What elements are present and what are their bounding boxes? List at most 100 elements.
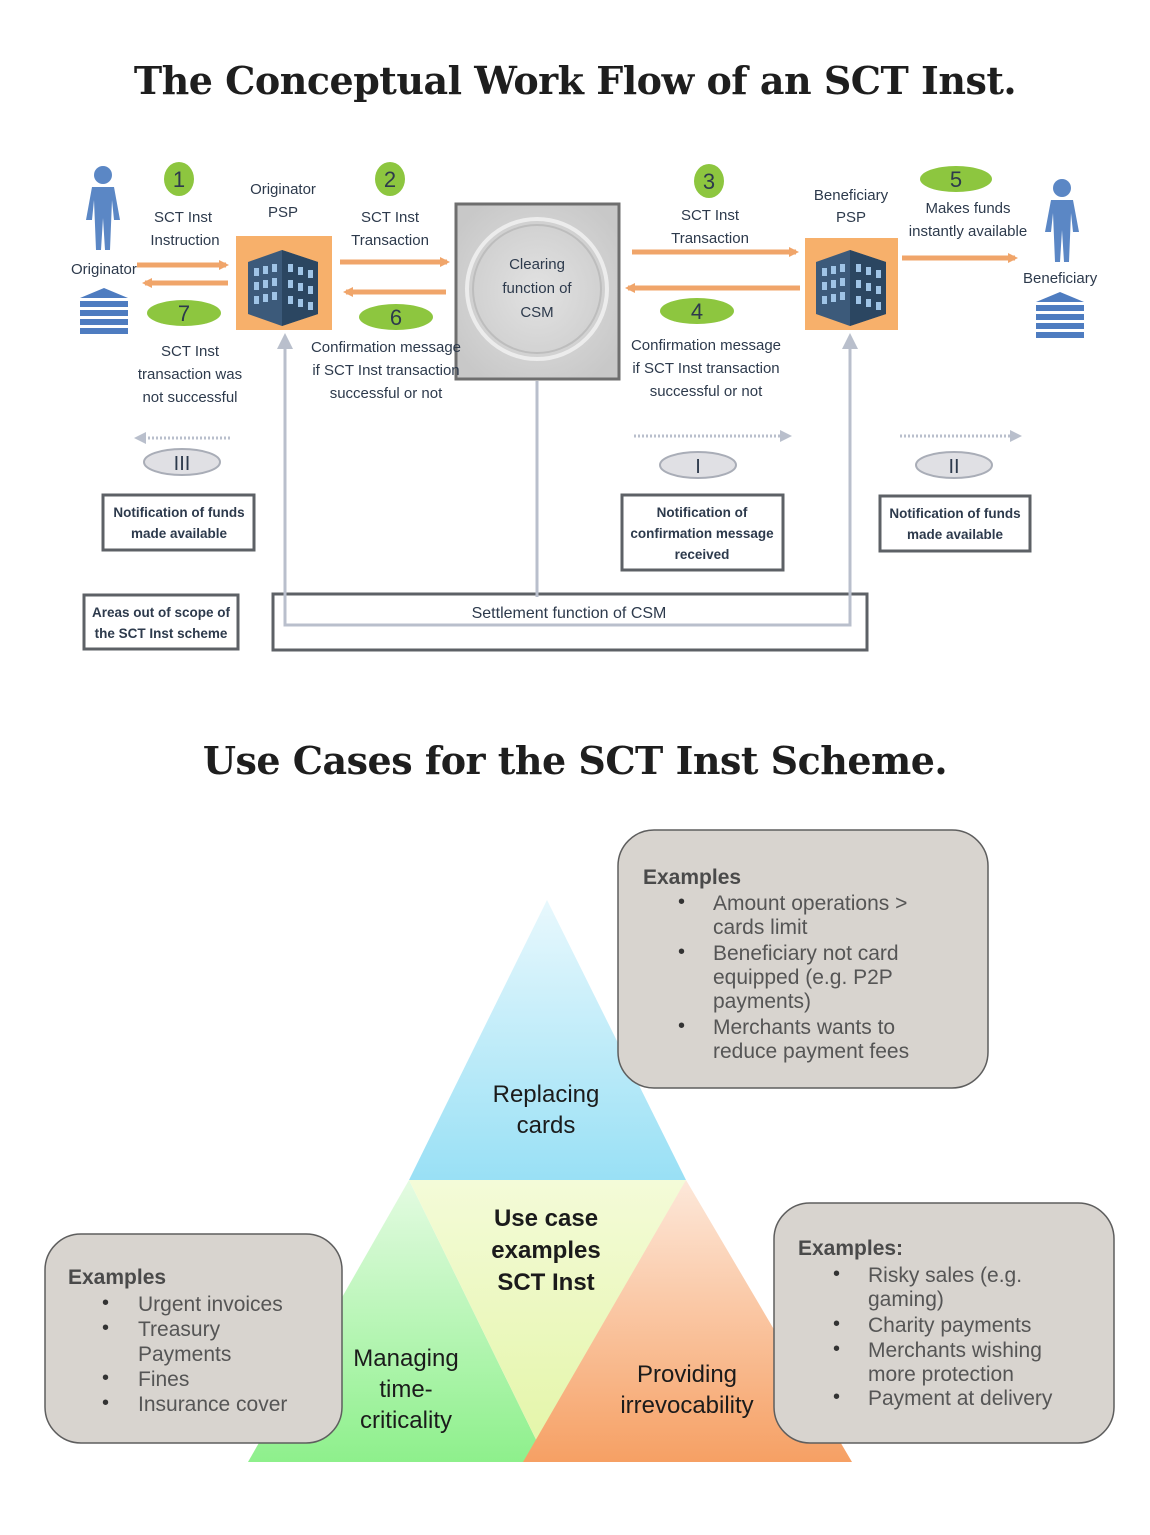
originator-psp-building-icon <box>236 236 332 330</box>
notification-I-badge: I <box>659 451 737 479</box>
settlement-up-arrow-right <box>842 333 858 349</box>
originator-person-icon <box>86 166 120 250</box>
svg-text:Notification of funds: Notification of funds <box>113 505 244 520</box>
providing-irrevocability-triangle <box>523 1180 852 1462</box>
svg-text:3: 3 <box>703 169 715 194</box>
notification-III-badge: III <box>143 448 221 476</box>
step-1-badge: 1 <box>164 162 194 196</box>
replacing-cards-line1: Replacing <box>493 1081 600 1108</box>
svg-text:equipped (e.g. P2P: equipped (e.g. P2P <box>713 966 893 989</box>
step-6-label-line2: if SCT Inst transaction <box>312 362 459 379</box>
svg-text:•: • <box>833 1386 840 1408</box>
svg-text:•: • <box>833 1338 840 1360</box>
svg-text:Charity payments: Charity payments <box>868 1314 1031 1337</box>
use-cases-title: Use Cases for the SCT Inst Scheme. <box>202 738 948 783</box>
svg-text:Notification of: Notification of <box>657 505 748 520</box>
workflow-title: The Conceptual Work Flow of an SCT Inst. <box>133 58 1017 103</box>
step-7-badge: 7 <box>147 300 221 326</box>
svg-text:Amount operations >: Amount operations > <box>713 892 907 915</box>
svg-text:gaming): gaming) <box>868 1288 944 1311</box>
settlement-connectors <box>283 345 852 627</box>
center-label-line3: SCT Inst <box>497 1269 594 1296</box>
step-7-label-line2: transaction was <box>138 366 242 383</box>
originator-psp-label-line2: PSP <box>268 204 298 221</box>
step-3-badge: 3 <box>694 164 724 198</box>
svg-text:•: • <box>102 1392 109 1414</box>
svg-text:payments): payments) <box>713 990 811 1013</box>
out-of-scope-box: Areas out of scope of the SCT Inst schem… <box>82 593 240 651</box>
replacing-cards-triangle <box>409 900 686 1180</box>
right-label-line1: Providing <box>637 1361 737 1388</box>
svg-text:1: 1 <box>173 167 185 192</box>
notification-III-box: Notification of funds made available <box>101 493 256 552</box>
left-label-line3: criticality <box>360 1407 452 1434</box>
notification-II-box: Notification of funds made available <box>878 494 1032 553</box>
step-6-badge: 6 <box>359 304 433 330</box>
step-1-label-line1: SCT Inst <box>154 209 213 226</box>
dotted-arrows <box>134 430 1022 444</box>
svg-text:II: II <box>948 456 959 478</box>
svg-text:received: received <box>675 547 730 562</box>
svg-text:Urgent invoices: Urgent invoices <box>138 1293 283 1316</box>
step-3-label-line1: SCT Inst <box>681 207 740 224</box>
csm-label-line2: function of <box>502 280 572 297</box>
replacing-cards-line2: cards <box>517 1112 576 1139</box>
left-examples-box: Examples • Urgent invoices • Treasury Pa… <box>44 1233 343 1444</box>
svg-text:reduce payment fees: reduce payment fees <box>713 1040 909 1063</box>
center-label-line1: Use case <box>494 1205 598 1232</box>
settlement-label: Settlement function of CSM <box>472 605 667 622</box>
beneficiary-label: Beneficiary <box>1023 270 1098 287</box>
beneficiary-psp-building-icon <box>805 238 898 330</box>
svg-text:7: 7 <box>178 301 190 326</box>
step-5-label-line1: Makes funds <box>925 200 1010 217</box>
step-5-badge: 5 <box>920 166 992 192</box>
csm-label-line1: Clearing <box>509 256 565 273</box>
beneficiary-building-icon <box>1036 292 1084 338</box>
svg-text:•: • <box>833 1263 840 1285</box>
svg-text:Examples:: Examples: <box>798 1237 903 1260</box>
originator-building-icon <box>80 288 128 334</box>
svg-text:Treasury: Treasury <box>138 1318 221 1341</box>
svg-text:Payment at delivery: Payment at delivery <box>868 1387 1053 1410</box>
left-label-line2: time- <box>379 1376 432 1403</box>
svg-text:•: • <box>678 1015 685 1037</box>
step-6-label-line3: successful or not <box>330 385 443 402</box>
clearing-function-box <box>454 202 621 381</box>
svg-text:Fines: Fines <box>138 1368 189 1391</box>
csm-label-line3: CSM <box>520 304 553 321</box>
svg-text:Payments: Payments <box>138 1343 231 1366</box>
beneficiary-psp-label-line2: PSP <box>836 209 866 226</box>
step-4-label-line1: Confirmation message <box>631 337 781 354</box>
svg-text:the SCT Inst scheme: the SCT Inst scheme <box>95 626 228 641</box>
step-2-badge: 2 <box>375 162 405 196</box>
step-7-label-line1: SCT Inst <box>161 343 220 360</box>
svg-text:Risky sales (e.g.: Risky sales (e.g. <box>868 1264 1022 1287</box>
svg-text:2: 2 <box>384 167 396 192</box>
originator-psp-label-line1: Originator <box>250 181 316 198</box>
top-examples-box: Examples • Amount operations > cards lim… <box>617 829 989 1089</box>
svg-text:made available: made available <box>907 527 1004 542</box>
step-2-label-line2: Transaction <box>351 232 429 249</box>
svg-text:•: • <box>678 891 685 913</box>
svg-text:more protection: more protection <box>868 1363 1014 1386</box>
step-3-label-line2: Transaction <box>671 230 749 247</box>
step-4-label-line2: if SCT Inst transaction <box>632 360 779 377</box>
beneficiary-psp-label-line1: Beneficiary <box>814 187 889 204</box>
settlement-function-box: Settlement function of CSM <box>271 592 869 652</box>
svg-text:4: 4 <box>691 299 703 324</box>
svg-text:5: 5 <box>950 167 962 192</box>
svg-text:6: 6 <box>390 305 402 330</box>
settlement-up-arrow-left <box>277 333 293 349</box>
flow-arrows <box>137 247 1018 297</box>
svg-text:I: I <box>695 456 701 478</box>
step-4-label-line3: successful or not <box>650 383 763 400</box>
beneficiary-person-icon <box>1045 179 1079 262</box>
right-examples-box: Examples: • Risky sales (e.g. gaming) • … <box>773 1202 1115 1444</box>
svg-text:Merchants wishing: Merchants wishing <box>868 1339 1042 1362</box>
svg-text:Merchants wants to: Merchants wants to <box>713 1016 895 1039</box>
notification-II-badge: II <box>915 451 993 479</box>
svg-text:made available: made available <box>131 526 228 541</box>
left-label-line1: Managing <box>353 1345 458 1372</box>
step-2-label-line1: SCT Inst <box>361 209 420 226</box>
